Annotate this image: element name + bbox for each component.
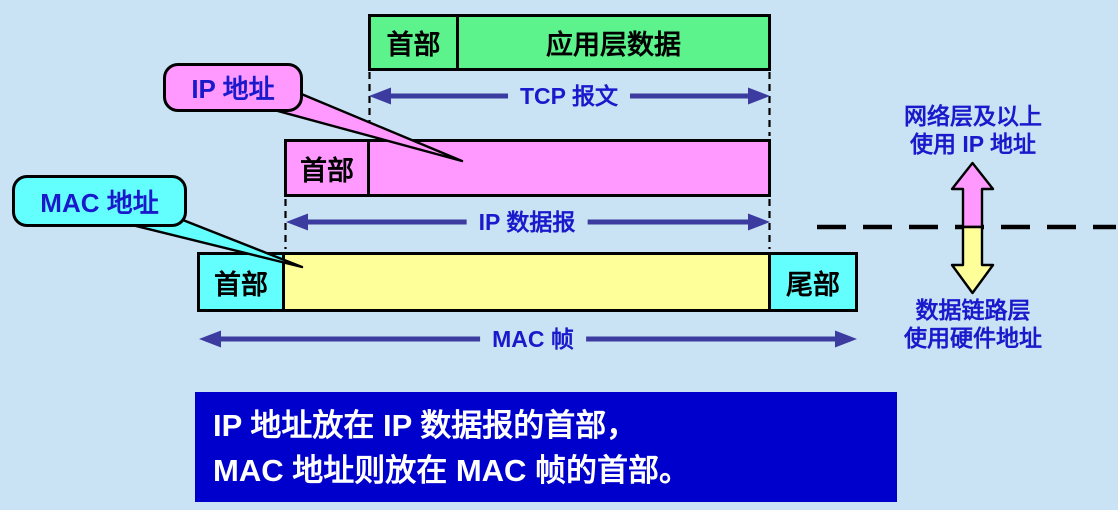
ip-datagram-box: 首部 <box>284 139 771 197</box>
tcp-payload-cell: 应用层数据 <box>459 17 768 68</box>
network-layer-note: 网络层及以上 使用 IP 地址 <box>862 102 1084 158</box>
mac-span-label: MAC 帧 <box>480 325 586 353</box>
summary-banner-line2: MAC 地址则放在 MAC 帧的首部。 <box>213 453 691 488</box>
summary-banner-line1: IP 地址放在 IP 数据报的首部， <box>213 408 638 443</box>
network-layer-note-line2: 使用 IP 地址 <box>909 131 1037 157</box>
ip-span-label: IP 数据报 <box>466 208 588 236</box>
mac-frame-box: 首部 尾部 <box>197 252 858 312</box>
tcp-header-cell: 首部 <box>371 17 459 68</box>
mac-trailer-cell: 尾部 <box>771 255 855 309</box>
tcp-segment-box: 首部 应用层数据 <box>368 14 771 71</box>
ip-address-callout: IP 地址 <box>163 63 303 112</box>
datalink-layer-down-arrow <box>950 225 995 295</box>
network-layer-up-arrow <box>950 161 995 229</box>
tcp-span-label: TCP 报文 <box>508 82 630 110</box>
ip-payload-cell <box>370 142 768 194</box>
datalink-layer-note-line2: 使用硬件地址 <box>904 325 1042 351</box>
ip-header-cell: 首部 <box>287 142 370 194</box>
mac-address-callout: MAC 地址 <box>12 175 187 227</box>
mac-payload-cell <box>285 255 771 309</box>
datalink-layer-note-line1: 数据链路层 <box>915 297 1031 323</box>
mac-header-cell: 首部 <box>200 255 285 309</box>
datalink-layer-note: 数据链路层 使用硬件地址 <box>862 296 1084 352</box>
network-layer-note-line1: 网络层及以上 <box>904 103 1042 129</box>
summary-banner: IP 地址放在 IP 数据报的首部， MAC 地址则放在 MAC 帧的首部。 <box>195 392 897 502</box>
